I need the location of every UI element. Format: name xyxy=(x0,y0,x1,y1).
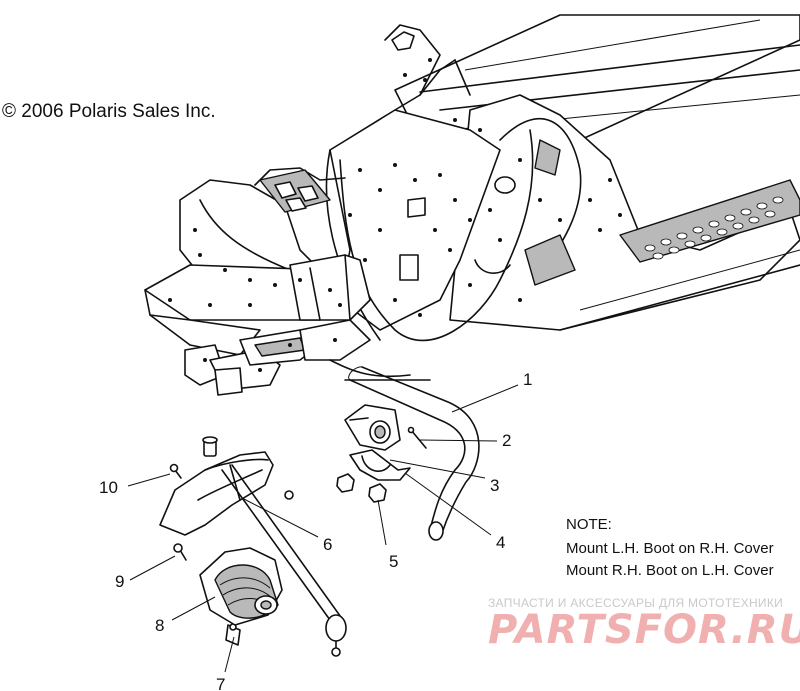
bolt-part-10 xyxy=(169,463,182,479)
note-line-2: Mount R.H. Boot on L.H. Cover xyxy=(566,562,774,579)
nuts-part-5 xyxy=(336,473,387,503)
clamp-part-4 xyxy=(349,449,411,481)
note-heading: NOTE: xyxy=(566,516,612,533)
stabilizer-bar-part-1 xyxy=(348,366,480,541)
callout-10: 10 xyxy=(99,478,118,497)
copyright-notice: © 2006 Polaris Sales Inc. xyxy=(2,101,216,122)
screw-near-cover xyxy=(284,490,294,500)
callout-7: 7 xyxy=(216,675,225,691)
pin-part-7 xyxy=(225,623,241,646)
chassis-frame xyxy=(144,14,800,396)
callout-3: 3 xyxy=(490,476,499,495)
callout-2: 2 xyxy=(502,431,511,450)
boot-cover-part-6 xyxy=(159,436,347,657)
leader-lines xyxy=(127,384,519,673)
boot-part-8 xyxy=(199,547,283,626)
watermark-logo: PARTSFOR.RU xyxy=(488,607,800,653)
callout-9: 9 xyxy=(115,572,124,591)
callout-5: 5 xyxy=(389,552,398,571)
watermark-caption: ЗАПЧАСТИ И АКСЕССУАРЫ ДЛЯ МОТОТЕХНИКИ xyxy=(488,596,783,610)
callout-8: 8 xyxy=(155,616,164,635)
screw-part-2 xyxy=(407,426,427,449)
callout-1: 1 xyxy=(523,370,532,389)
callout-4: 4 xyxy=(496,533,505,552)
note-line-1: Mount L.H. Boot on R.H. Cover xyxy=(566,540,774,557)
bushing-part-3 xyxy=(344,404,401,451)
bolt-part-9 xyxy=(173,543,187,561)
callout-6: 6 xyxy=(323,535,332,554)
